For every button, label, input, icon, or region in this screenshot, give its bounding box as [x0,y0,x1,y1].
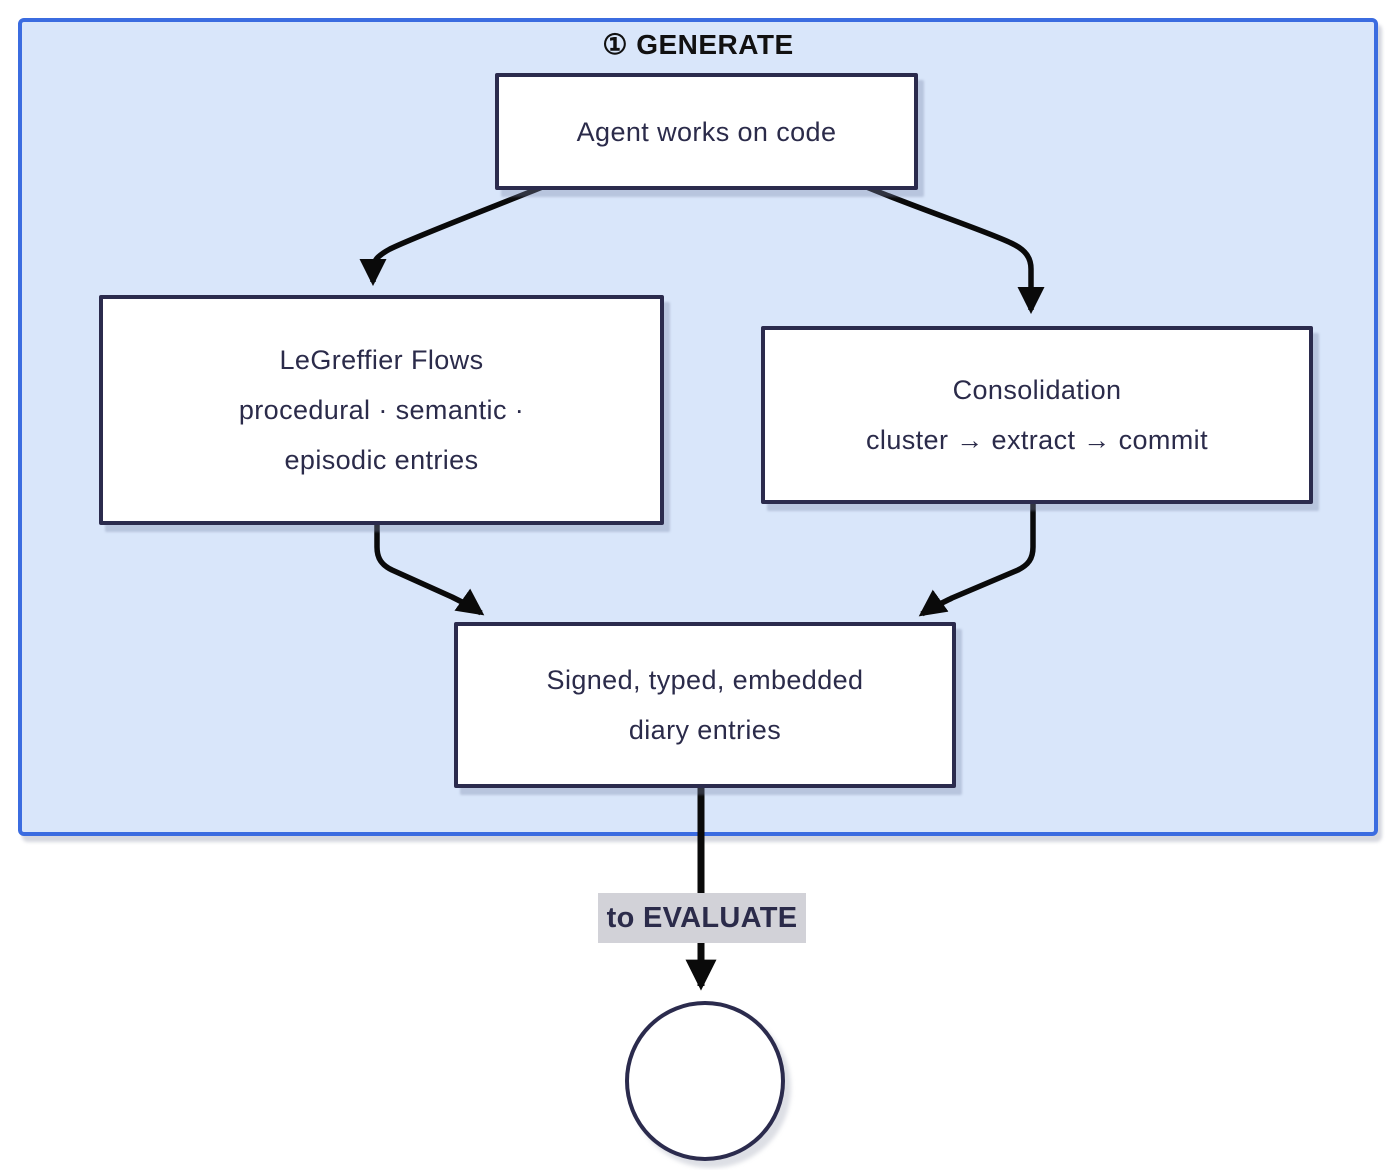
edge-label-to-evaluate: to EVALUATE [598,893,806,943]
subgraph-title: ① GENERATE [602,29,794,60]
node-consolidation: Consolidation cluster → extract → commit [761,326,1313,504]
node-text-line: episodic entries [284,445,479,475]
node-legreffier-flows: LeGreffier Flows procedural · semantic ·… [99,295,664,525]
node-text-line: procedural · semantic · [238,395,525,425]
node-text-line: Signed, typed, embedded [546,665,864,695]
node-text-line: LeGreffier Flows [279,345,484,375]
evaluate-terminal-circle [625,1001,785,1161]
node-agent-works-on-code: Agent works on code [495,73,918,190]
node-text-line: Agent works on code [576,116,837,147]
node-signed-typed-embedded-diary-entries: Signed, typed, embedded diary entries [454,622,956,788]
node-text-line: cluster → extract → commit [866,425,1208,455]
node-text-line: Consolidation [952,375,1122,405]
node-text-line: diary entries [628,715,782,745]
